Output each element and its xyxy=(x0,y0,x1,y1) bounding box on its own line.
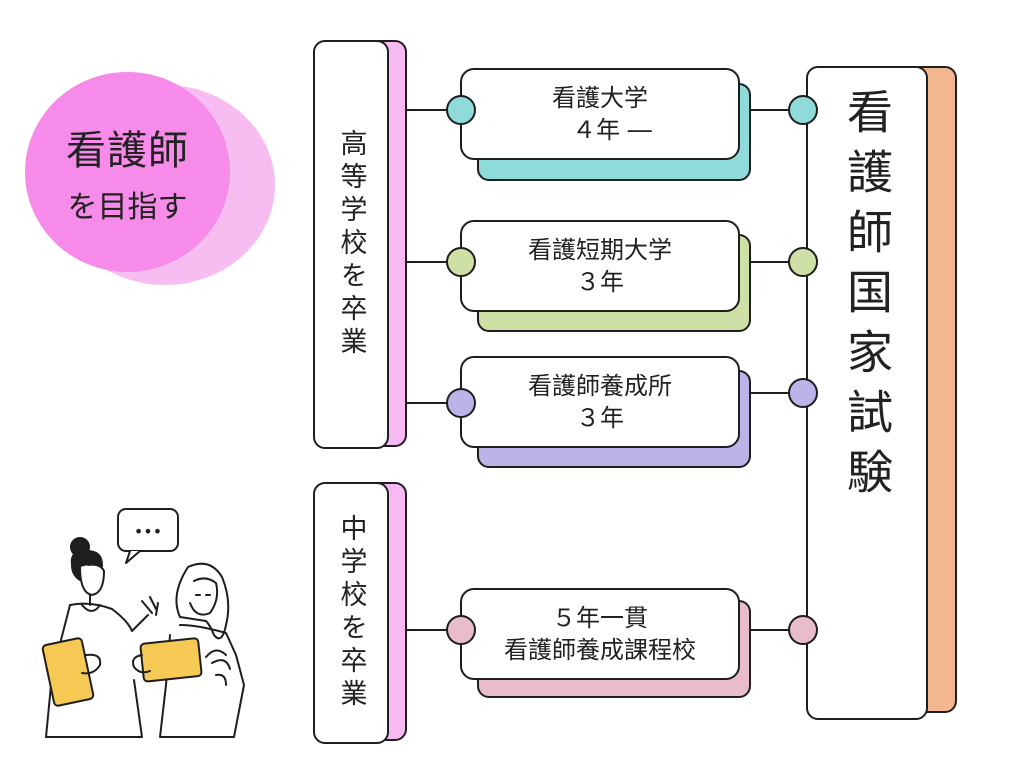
route-university-name: 看護大学 xyxy=(552,83,648,112)
route-university-years: ４年 ― xyxy=(548,116,652,144)
route-five-year: ５年一貫 看護師養成課程校 xyxy=(460,588,740,680)
dot-right-junior-college xyxy=(788,247,818,277)
person-right-icon xyxy=(132,562,245,738)
route-junior-college: 看護短期大学 ３年 xyxy=(460,220,740,312)
speech-bubble-icon: ••• xyxy=(117,508,179,564)
dot-right-university xyxy=(788,95,818,125)
route-five-year-name: ５年一貫 xyxy=(552,603,648,632)
dot-left-junior-college xyxy=(446,247,476,277)
dot-right-five-year xyxy=(788,615,818,645)
dot-left-university xyxy=(446,95,476,125)
people-illustration: ••• xyxy=(41,508,245,738)
junior-high-label: 中学校を卒業 xyxy=(335,514,367,712)
badge-title: 看護師 xyxy=(66,128,189,174)
dot-right-training-school xyxy=(788,378,818,408)
badge-subtitle: を目指す xyxy=(67,190,188,225)
speech-bubble-dots: ••• xyxy=(134,522,162,541)
person-left-icon xyxy=(41,537,159,738)
route-training-school-name: 看護師養成所 xyxy=(528,371,672,400)
goal-badge: 看護師 を目指す xyxy=(25,72,230,272)
route-five-year-years: 看護師養成課程校 xyxy=(504,636,696,664)
route-junior-college-years: ３年 xyxy=(576,268,624,296)
national-exam-label: 看護師国家試験 xyxy=(840,88,894,508)
high-school-box: 高等学校を卒業 xyxy=(313,40,389,449)
junior-high-box: 中学校を卒業 xyxy=(313,482,389,744)
route-training-school-years: ３年 xyxy=(576,404,624,432)
dot-left-training-school xyxy=(446,388,476,418)
route-university: 看護大学 ４年 ― xyxy=(460,68,740,160)
route-junior-college-name: 看護短期大学 xyxy=(528,235,672,264)
high-school-label: 高等学校を卒業 xyxy=(335,129,367,360)
national-exam-box: 看護師国家試験 xyxy=(806,66,928,720)
dot-left-five-year xyxy=(446,615,476,645)
